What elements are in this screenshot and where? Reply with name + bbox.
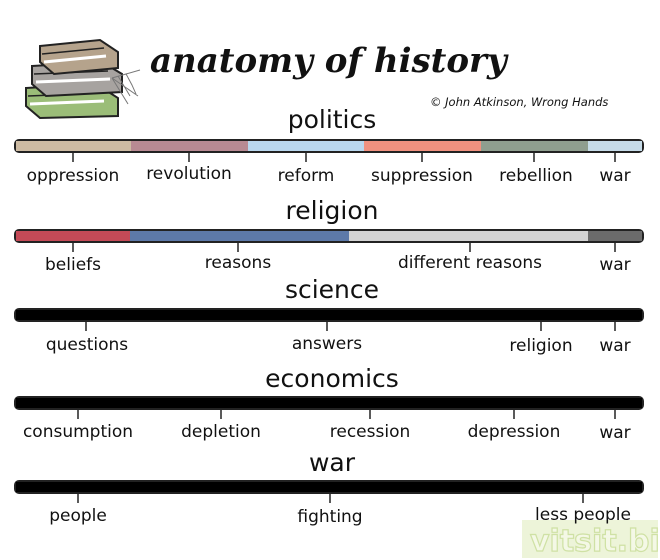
segment-label: war [599, 255, 630, 275]
segment-label: religion [509, 336, 572, 356]
timeline-religion: religion beliefs reasons different reaso… [14, 196, 644, 275]
segment-bar [130, 231, 349, 241]
timeline-bar-outline [14, 480, 644, 494]
segment-label: depletion [181, 422, 261, 442]
segment-bar [16, 482, 144, 492]
segment-bar [588, 398, 642, 408]
segment-bar [16, 231, 130, 241]
segment-label: reform [278, 166, 335, 186]
segment-bar [16, 141, 131, 151]
segment-bar [439, 398, 588, 408]
segment-label: depression [468, 422, 561, 442]
timeline-science: science questions answers religion war [14, 275, 644, 356]
segment-label: different reasons [398, 253, 542, 273]
timeline-bar-outline [14, 139, 644, 153]
segment-label: recession [330, 422, 411, 442]
segment-bar [588, 231, 642, 241]
segment-bar [588, 310, 642, 320]
segment-label: consumption [23, 422, 133, 442]
segment-bar [496, 310, 588, 320]
timeline-heading: war [309, 448, 356, 477]
timeline-economics: economics consumption depletion recessio… [14, 364, 644, 443]
segment-label: fighting [297, 507, 362, 527]
segment-label: people [49, 506, 107, 526]
segment-label: war [599, 423, 630, 443]
segment-label: beliefs [45, 255, 101, 275]
watermark-background [522, 520, 658, 558]
timeline-heading: economics [265, 364, 399, 393]
segment-bar [364, 141, 481, 151]
segment-bar [155, 310, 496, 320]
segment-label: answers [292, 334, 362, 354]
timeline-heading: religion [286, 196, 379, 225]
segment-label: reasons [205, 253, 272, 273]
timeline-bar-outline [14, 308, 644, 322]
segment-label: oppression [27, 166, 120, 186]
segment-label: war [599, 336, 630, 356]
segment-label: questions [46, 335, 128, 355]
segment-label: less people [535, 505, 631, 525]
segment-label: war [599, 166, 630, 186]
timeline-heading: politics [288, 105, 377, 134]
segment-bar [248, 141, 364, 151]
segment-bar [481, 141, 588, 151]
watermark-text: vitsit.biz [530, 524, 660, 559]
segment-bar [349, 231, 588, 241]
timeline-war: war people fighting less people [14, 448, 644, 527]
segment-label: rebellion [499, 166, 573, 186]
segment-bar [520, 482, 642, 492]
segment-bar [299, 398, 439, 408]
credit-text: © John Atkinson, Wrong Hands [430, 95, 608, 109]
segment-bar [144, 398, 299, 408]
page-title: anatomy of history [150, 41, 509, 81]
segment-bar [588, 141, 642, 151]
segment-bar [131, 141, 248, 151]
timeline-heading: science [285, 275, 379, 304]
segment-label: suppression [371, 166, 473, 186]
segment-bar [16, 398, 144, 408]
timeline-bar-outline [14, 396, 644, 410]
segment-bar [144, 482, 520, 492]
segment-bar [16, 310, 155, 320]
books-icon [25, 38, 141, 120]
segment-label: revolution [146, 164, 232, 184]
timeline-bar-outline [14, 229, 644, 243]
timeline-politics: politics oppression revolution reform su… [14, 105, 644, 186]
